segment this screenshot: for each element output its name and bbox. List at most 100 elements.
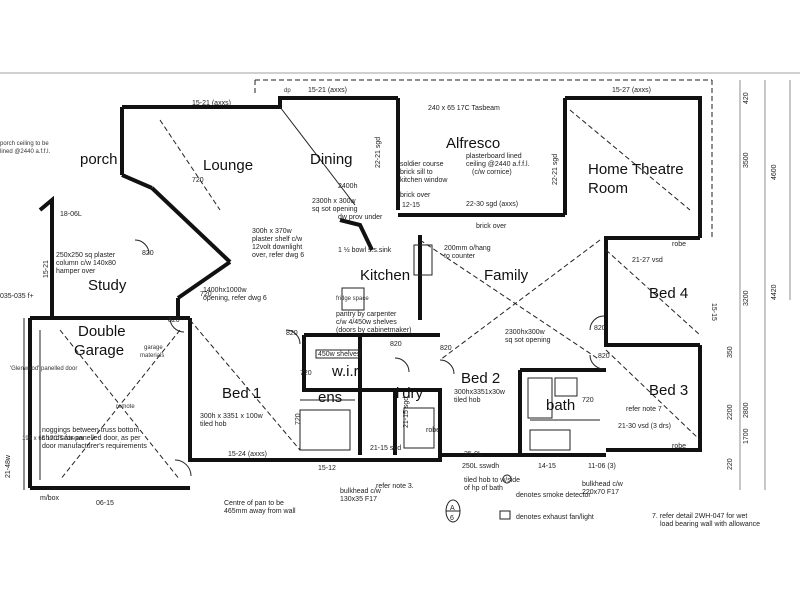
dim-2: 15-21 (axxs) <box>308 87 347 94</box>
note-bulkhead-b-2: 220x70 F17 <box>582 489 619 496</box>
note-tasbeam: 240 x 65 17C Tasbeam <box>428 105 500 112</box>
note-garage-col-2: materials <box>140 353 164 359</box>
note-smoke: denotes smoke detector <box>516 492 591 499</box>
note-soldier-3: kitchen window <box>400 177 448 184</box>
bath-label: bath <box>546 397 575 414</box>
dim-23: 720 <box>200 291 212 298</box>
alfresco-label: Alfresco <box>446 135 500 152</box>
note-brick-over-1: brick over <box>400 192 431 199</box>
note-tiled-hob-2: of hp of bath <box>464 485 503 492</box>
note-soldier-1: soldier course <box>400 161 444 168</box>
dim-3: 15-27 (axxs) <box>612 87 651 94</box>
bed4-label: Bed 4 <box>649 285 688 302</box>
laundry-label: l'dry <box>396 385 424 402</box>
note-alfresco-ceiling-1: plasterboard lined <box>466 153 522 160</box>
dim-25: 720 <box>300 370 312 377</box>
dim-14: 11-06 (3) <box>588 463 616 470</box>
family-label: Family <box>484 267 529 284</box>
note-pan-1: Centre of pan to be <box>224 500 284 507</box>
note-robe-2: robe <box>672 443 686 450</box>
note-refer-note-3: refer note 3. <box>376 483 414 490</box>
note-bed2-hob-2: tiled hob <box>454 397 481 404</box>
note-fridge: fridge space <box>336 296 369 302</box>
dim-27: 820 <box>440 345 452 352</box>
note-robe-1: robe <box>672 241 686 248</box>
note-refer-7: 7. refer detail 2WH-047 for wet <box>652 513 747 520</box>
home-theatre-room-label: Room <box>588 180 628 197</box>
note-pantry-3: (doors by cabinetmaker) <box>336 327 411 334</box>
dim-r5: 3200 <box>743 290 750 306</box>
note-bulkhead-b-1: bulkhead c/w <box>582 481 624 488</box>
note-pantry-2: c/w 4/450w shelves <box>336 319 397 326</box>
note-bowl-2: dw prov under <box>338 214 383 221</box>
dim-r1: 420 <box>743 92 750 104</box>
dim-32: 720 <box>192 177 204 184</box>
note-brick-over-2: brick over <box>476 223 507 230</box>
note-vsd-bed4: 21-27 vsd <box>632 257 663 264</box>
dim-20: 15-21 <box>43 260 50 278</box>
dim-22: 820 <box>168 317 180 324</box>
bed3-label: Bed 3 <box>649 382 688 399</box>
note-m-box: m/box <box>40 495 60 502</box>
note-pantry-1: pantry by carpenter <box>336 311 397 318</box>
note-bed2-hob-1: 300hx3351x30w <box>454 389 506 396</box>
note-exhaust: denotes exhaust fan/light <box>516 514 594 521</box>
note-lounge-shelf-4: over, refer dwg 6 <box>252 252 304 259</box>
note-noggings-2: chords for panelled door, as per <box>42 435 141 442</box>
dim-r7: 1700 <box>743 428 750 444</box>
dim-9: 15-24 (axxs) <box>228 451 267 458</box>
note-hang-1: 200mm o/hang <box>444 245 491 252</box>
note-opening-1400-2: opening, refer dwg 6 <box>203 295 267 302</box>
dim-28: 720 <box>295 413 302 425</box>
note-opening-1400-1: 1400hx1000w <box>203 287 248 294</box>
note-bowl-1: 1 ½ bowl s.s.sink <box>338 246 392 254</box>
home-theatre-label: Home Theatre <box>588 161 684 178</box>
note-study-col-2: column c/w 140x80 <box>56 260 116 267</box>
dim-24: 820 <box>286 330 298 337</box>
dim-r4: 4420 <box>771 284 778 300</box>
note-soldier-2: brick sill to <box>400 169 433 176</box>
note-garage-door-1: 'Glenwood' panelled door <box>10 366 77 372</box>
dining-label: Dining <box>310 151 353 168</box>
dim-6: 22-30 sgd (axxs) <box>466 201 518 208</box>
note-tiled-hob-1: tiled hob to w/side <box>464 477 520 484</box>
note-bed1-hob-2: tiled hob <box>200 421 227 428</box>
note-robe-3: robe <box>426 427 440 434</box>
dim-11: 21-15 sgd <box>370 445 401 452</box>
note-study-col-3: hamper over <box>56 268 96 275</box>
note-lounge-shelf-2: plaster shelf c/w <box>252 236 303 243</box>
bed2-label: Bed 2 <box>461 370 500 387</box>
ens-label: ens <box>318 389 342 406</box>
dim-r6: 2800 <box>743 402 750 418</box>
dim-17: 035-035 f+ <box>0 293 34 300</box>
dim-13: 14-15 <box>538 463 556 470</box>
note-noggings-3: door manufacturer's requirements <box>42 443 147 450</box>
double-garage-label-2: Garage <box>74 342 124 359</box>
dim-r10: 220 <box>727 458 734 470</box>
dim-r8: 2200 <box>727 404 734 420</box>
dim-31: 820 <box>594 325 606 332</box>
dim-r9: 350 <box>727 346 734 358</box>
dim-12: 25-0L <box>464 451 482 458</box>
note-bed1-hob-1: 300h x 3351 x 100w <box>200 413 264 420</box>
note-remote: remote <box>116 404 135 410</box>
note-family-opening-1: 2300hx300w <box>505 329 546 336</box>
dim-26: 820 <box>390 341 402 348</box>
dim-29: 820 <box>598 353 610 360</box>
note-dp: dp <box>284 88 291 94</box>
double-garage-label-1: Double <box>78 323 126 340</box>
note-alfresco-ceiling-2: ceiling @2440 a.f.f.l. <box>466 161 530 168</box>
wir-label: w.i.r <box>331 363 359 380</box>
note-lounge-shelf-3: 12volt downlight <box>252 244 302 251</box>
note-study-col-1: 250x250 sq plaster <box>56 252 116 259</box>
note-dining-opening-1: 2300h x 300w <box>312 198 357 205</box>
dim-r3: 3500 <box>743 152 750 168</box>
dim-10: 15-12 <box>318 465 336 472</box>
dim-18: 21-15 sgd <box>403 397 410 428</box>
dim-15: 06-15 <box>96 500 114 507</box>
note-porch-ceiling-1: porch ceiling to be <box>0 141 49 147</box>
note-noggings-1: noggings between truss bottom <box>42 427 139 434</box>
dim-33: 250L sswdh <box>462 463 499 470</box>
study-label: Study <box>88 277 127 294</box>
